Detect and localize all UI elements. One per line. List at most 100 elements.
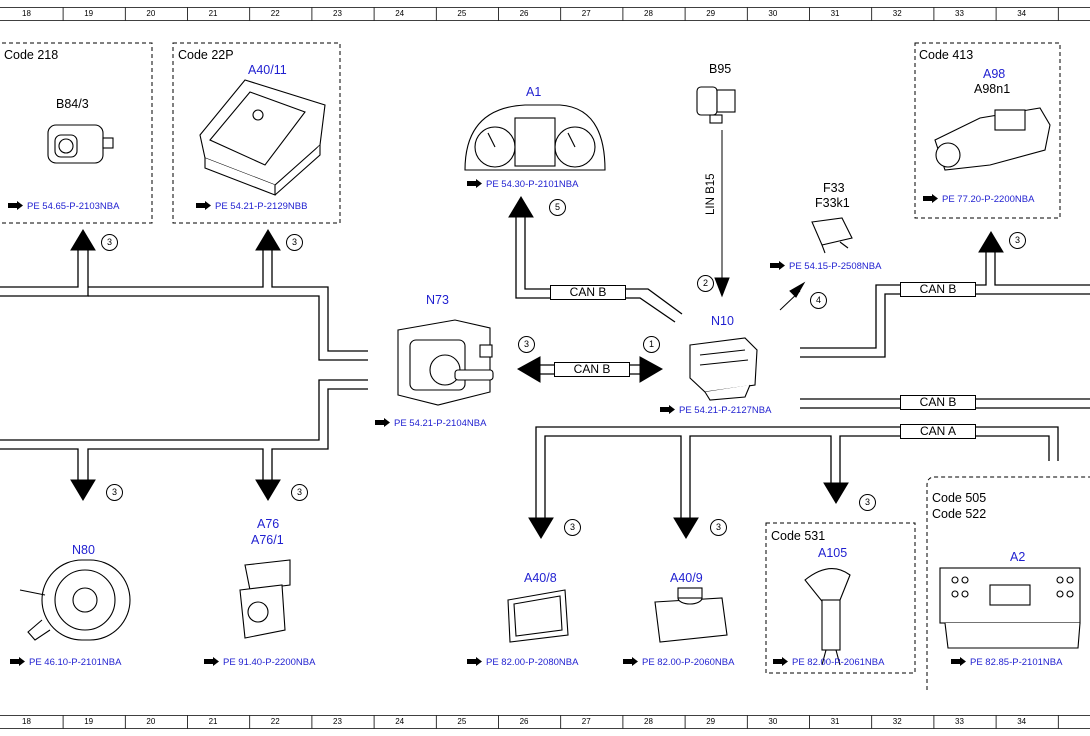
ruler-number: 21 [208,717,218,726]
ruler-number: 26 [519,717,529,726]
code-218-label: Code 218 [4,48,59,62]
ruler-number: 34 [1017,9,1027,18]
a98n1-label: A98n1 [974,82,1011,96]
pointing-hand-icon [623,657,639,666]
ref-link-a76[interactable]: PE 91.40-P-2200NBA [204,657,315,669]
ruler-number: 26 [519,9,529,18]
ruler-number: 24 [395,717,405,726]
code-505-label: Code 505 [932,491,987,505]
ref-link-b84[interactable]: PE 54.65-P-2103NBA [8,201,119,213]
pointing-hand-icon [196,201,212,210]
ref-link-n80[interactable]: PE 46.10-P-2101NBA [10,657,121,669]
ref-link-a40-8[interactable]: PE 82.00-P-2080NBA [467,657,578,669]
instrument-cluster-icon [464,104,606,171]
ignition-switch-icon [397,319,494,406]
pointing-hand-icon [770,261,786,270]
b95-label: B95 [709,62,732,76]
ruler-ticks [62,7,1059,729]
ruler-number: 32 [892,717,902,726]
component-drawings [19,79,1081,666]
ref-link-a2[interactable]: PE 82.85-P-2101NBA [951,657,1062,669]
lin-bus-label: LIN B15 [705,173,717,215]
a98-label: A98 [983,67,1006,81]
ref-link-a1[interactable]: PE 54.30-P-2101NBA [467,179,578,191]
can-a-bus-label: CAN A [900,424,976,439]
f33k1-label: F33k1 [815,196,850,210]
can-b-bus-label-a1: CAN B [550,285,626,300]
ruler-number: 31 [830,9,840,18]
ref-link-a105[interactable]: PE 82.00-P-2061NBA [773,657,884,669]
ruler-number: 18 [22,9,31,18]
ruler-number: 29 [706,9,716,18]
code-531-label: Code 531 [771,529,826,543]
ruler-number: 30 [768,717,778,726]
radio-unit-icon [939,567,1081,649]
ruler-number: 22 [270,9,280,18]
ref-link-n73[interactable]: PE 54.21-P-2104NBA [375,418,486,430]
a40-8-label: A40/8 [524,571,557,585]
marker-3: 3 [859,494,876,511]
option-boxes [0,42,1090,690]
camera-icon [47,124,114,164]
b84-label: B84/3 [56,97,89,111]
marker-2: 2 [697,275,714,292]
head-display-icon [199,79,326,196]
a40-9-label: A40/9 [670,571,703,585]
code-522-label: Code 522 [932,507,987,521]
ruler-number: 19 [84,9,94,18]
ruler-number: 24 [395,9,405,18]
ref-link-a40-11[interactable]: PE 54.21-P-2129NBB [196,201,307,213]
marker-4: 4 [810,292,827,309]
a76-1-label: A76/1 [251,533,284,547]
f33-label: F33 [823,181,845,195]
marker-3: 3 [710,519,727,536]
marker-3: 3 [286,234,303,251]
can-b-bus-label-right: CAN B [900,282,976,297]
ruler-number: 19 [84,717,94,726]
pointing-hand-icon [204,657,220,666]
pointing-hand-icon [467,179,483,188]
controller-knob-icon [654,587,728,643]
ruler-number: 18 [22,717,31,726]
ruler-number: 20 [146,9,156,18]
ruler-number: 32 [892,9,902,18]
ref-link-n10[interactable]: PE 54.21-P-2127NBA [660,405,771,417]
sensor-icon [696,86,736,124]
code-413-label: Code 413 [919,48,974,62]
ruler-number: 28 [644,717,653,726]
ruler-number: 34 [1017,717,1027,726]
marker-1: 1 [643,336,660,353]
a2-label: A2 [1010,550,1026,564]
ruler-number: 30 [768,9,778,18]
top-ruler [0,7,1090,729]
can-b-bus-label-mid: CAN B [900,395,976,410]
n80-label: N80 [72,543,95,557]
pointing-hand-icon [660,405,676,414]
ref-link-a98[interactable]: PE 77.20-P-2200NBA [923,194,1034,206]
ruler-number: 25 [457,9,467,18]
pointing-hand-icon [8,201,24,210]
arrows [70,130,1004,539]
ruler-number: 25 [457,717,467,726]
marker-3: 3 [291,484,308,501]
ruler-number: 29 [706,717,716,726]
n10-label: N10 [711,314,734,328]
ruler-number: 33 [955,9,964,18]
marker-3: 3 [564,519,581,536]
ref-link-a40-9[interactable]: PE 82.00-P-2060NBA [623,657,734,669]
marker-3: 3 [518,336,535,353]
a76-label: A76 [257,517,280,531]
ruler-number: 20 [146,717,156,726]
pointing-hand-icon [467,657,483,666]
pointing-hand-icon [773,657,789,666]
a105-label: A105 [818,546,848,560]
motor-icon [934,107,1051,171]
can-b-bus-label-n73: CAN B [554,362,630,377]
pointing-hand-icon [375,418,391,427]
ref-link-f33[interactable]: PE 54.15-P-2508NBA [770,261,881,273]
marker-3: 3 [1009,232,1026,249]
marker-3: 3 [106,484,123,501]
marker-3: 3 [101,234,118,251]
pointing-hand-icon [951,657,967,666]
pointing-hand-icon [10,657,26,666]
